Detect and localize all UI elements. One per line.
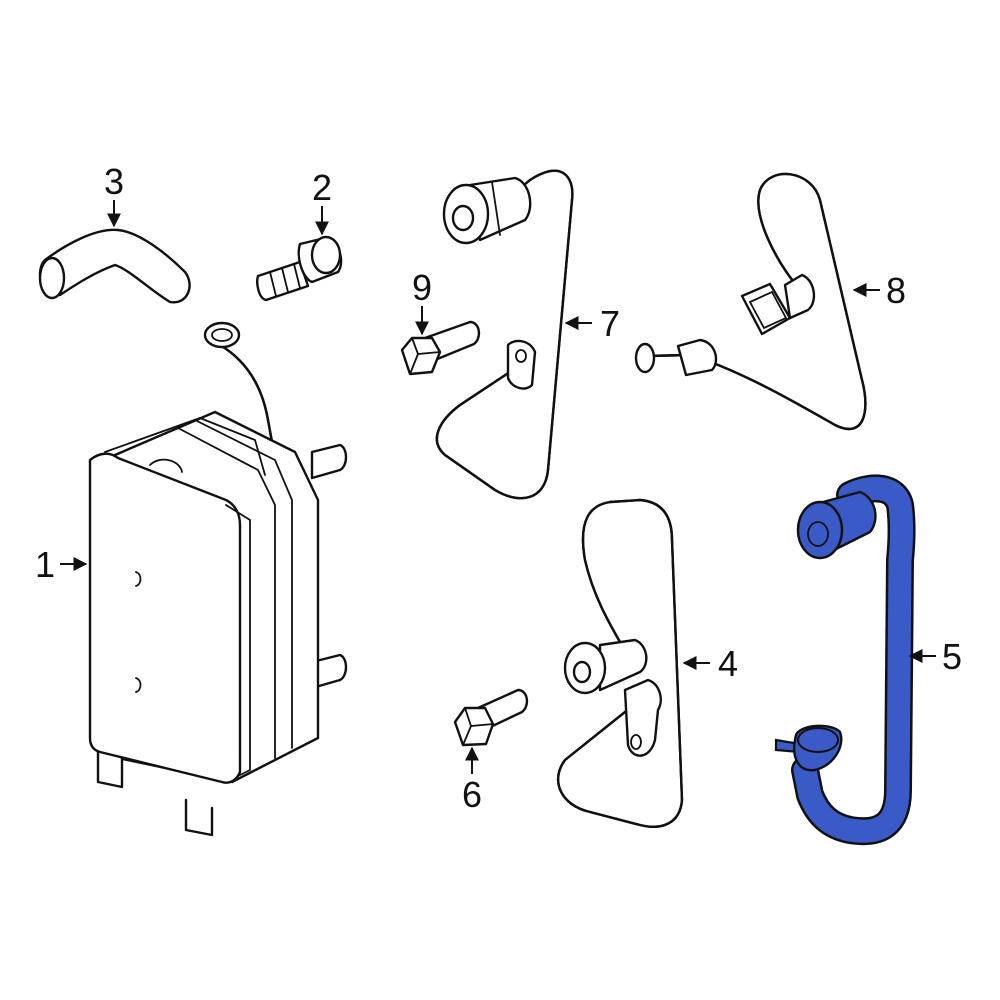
short-hose-part-3[interactable]	[38, 228, 191, 304]
callout-labels: 1 2 3 4 5 6 7 8 9	[35, 161, 962, 815]
tube-part-7[interactable]	[435, 169, 574, 500]
callout-5: 5	[942, 636, 962, 677]
fitting-part-2[interactable]	[256, 235, 343, 302]
callout-6: 6	[462, 774, 482, 815]
leader-arrows	[60, 200, 936, 774]
tube-part-8[interactable]	[634, 172, 867, 431]
tube-part-5-highlighted[interactable]	[774, 474, 916, 846]
callout-3: 3	[104, 161, 124, 202]
cooler-part-1[interactable]	[88, 321, 348, 837]
callout-2: 2	[312, 167, 332, 208]
bolt-part-9[interactable]	[400, 320, 481, 376]
callout-9: 9	[412, 267, 432, 308]
callout-8: 8	[886, 270, 906, 311]
bolt-part-6[interactable]	[453, 688, 529, 747]
callout-4: 4	[718, 643, 738, 684]
tube-part-4[interactable]	[556, 498, 684, 828]
callout-7: 7	[600, 303, 620, 344]
callout-1: 1	[35, 544, 55, 585]
